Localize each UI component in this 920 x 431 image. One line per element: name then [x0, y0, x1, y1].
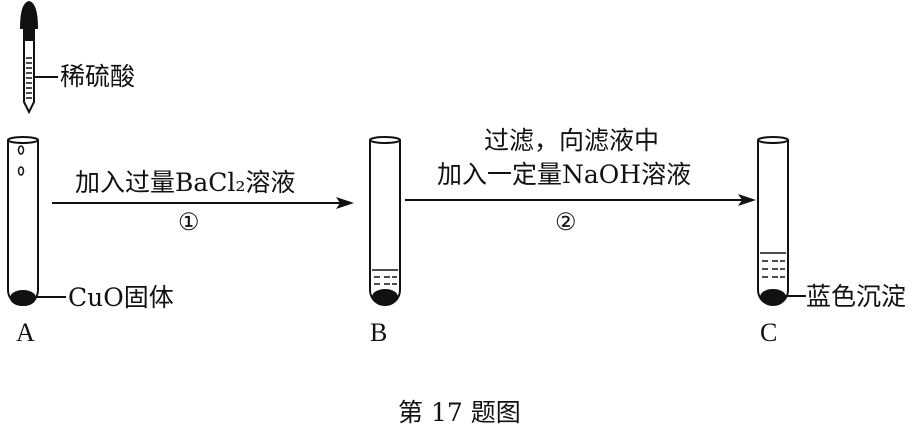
arrow-2: [405, 194, 756, 206]
dropper-bulb: [19, 0, 39, 29]
step-2-number: ②: [555, 208, 577, 236]
test-tube-c: [757, 136, 806, 306]
dropper-liquid: [26, 57, 32, 99]
drop-1: [17, 145, 25, 155]
blue-precipitate: [760, 289, 786, 305]
tube-b-solid: [372, 289, 398, 305]
tube-label-b: B: [370, 318, 388, 347]
dropper: [19, 0, 58, 115]
arrow-1: [52, 197, 354, 209]
solid-label: CuO固体: [68, 283, 174, 312]
drop-2: [17, 166, 25, 176]
tube-c-liquid: [760, 252, 786, 278]
step-1-number: ①: [178, 208, 200, 236]
test-tube-b: [369, 136, 401, 306]
figure-caption: 第 17 题图: [398, 398, 521, 427]
step-2-text-line1: 过滤，向滤液中: [484, 126, 660, 155]
test-tube-a: [7, 136, 66, 306]
precipitate-label: 蓝色沉淀: [806, 282, 907, 311]
cuo-solid: [10, 290, 36, 306]
step-2-text-line2: 加入一定量NaOH溶液: [437, 160, 692, 189]
dropper-label: 稀硫酸: [60, 62, 136, 91]
step-1-text: 加入过量BaCl₂溶液: [75, 168, 296, 197]
tube-b-liquid: [372, 269, 398, 285]
tube-label-c: C: [760, 318, 778, 347]
tube-label-a: A: [16, 318, 35, 347]
